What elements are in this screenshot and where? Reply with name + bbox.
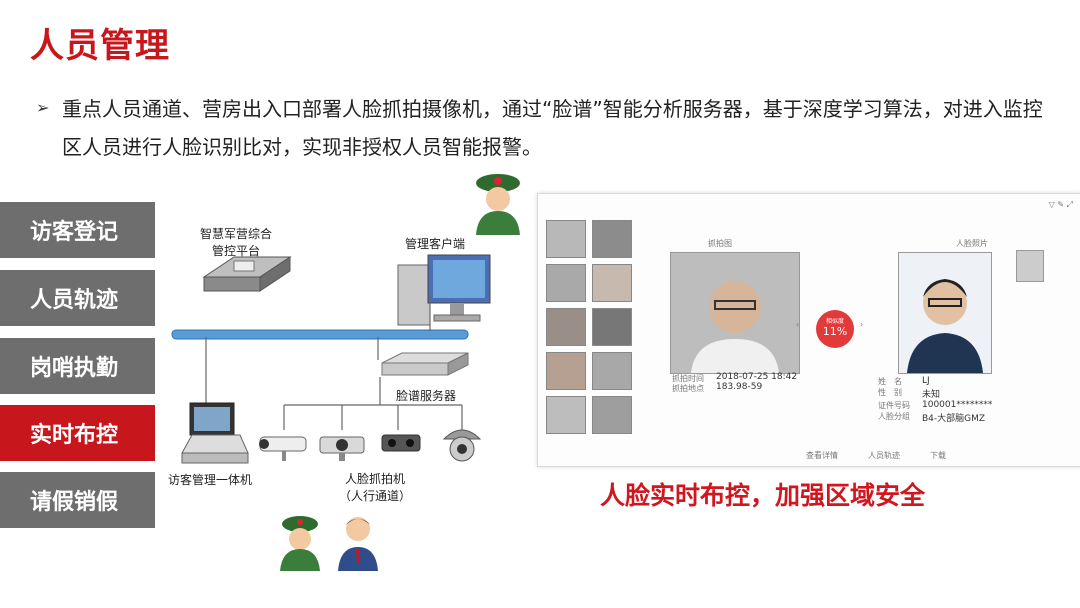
sidebar-item-personnel-track[interactable]: 人员轨迹 [0,270,155,326]
client-pc-icon [397,254,491,326]
sidebar-item-label: 人员轨迹 [30,288,119,313]
sidebar-item-visitor-registration[interactable]: 访客登记 [0,202,155,258]
sidebar-item-label: 实时布控 [30,423,119,448]
dual-camera-icon [381,434,421,452]
sidebar-item-leave-management[interactable]: 请假销假 [0,472,155,528]
next-arrow-icon[interactable]: › [860,320,864,329]
face-photo [898,252,992,374]
capture-place: 183.98-59 [716,382,763,392]
capture-title: 抓拍图 [708,239,732,248]
face-thumbnail[interactable] [546,220,586,258]
soldier-icon [476,174,520,235]
sidebar-item-label: 请假销假 [30,490,119,515]
face-photo-title: 人脸照片 [956,239,988,248]
face-thumbnail[interactable] [592,264,632,302]
face-thumbnail[interactable] [592,308,632,346]
bullet-camera-icon [259,436,307,461]
sidebar-item-label: 岗哨执勤 [30,356,119,381]
platform-label: 智慧军营综合管控平台 [199,227,272,258]
civilian-person-icon [338,517,378,571]
face-silhouette-icon [691,281,779,373]
face-thumbnail[interactable] [546,308,586,346]
sidebar-item-label: 访客登记 [30,220,119,245]
visitor-kiosk-icon [181,402,249,464]
sidebar-item-realtime-control[interactable]: 实时布控 [0,405,155,461]
bullet-arrow-icon: ➢ [36,98,50,117]
window-controls-icon: ▽ ✎ ⤢ [1048,200,1073,209]
kiosk-label: 访客管理一体机 [167,473,252,487]
server-label: 脸谱服务器 [395,389,456,403]
download-button[interactable]: 下载 [930,451,946,460]
face-thumbnail[interactable] [592,396,632,434]
face-recognition-screenshot: ▽ ✎ ⤢ 抓拍图 抓拍时间 2018-07-25 18:42 抓拍地点 183… [537,193,1080,467]
sidebar-item-sentry-duty[interactable]: 岗哨执勤 [0,338,155,394]
capture-time-label: 抓拍时间 [672,374,704,383]
face-thumbnail[interactable] [546,396,586,434]
client-label: 管理客户端 [404,237,465,251]
face-thumbnail[interactable] [546,264,586,302]
view-details-button[interactable]: 查看详情 [806,451,838,460]
soldier-icon [280,516,320,571]
caption: 人脸实时布控，加强区域安全 [600,481,926,510]
action-bar: 查看详情 人员轨迹 下载 [806,450,946,461]
similarity-badge: 相似度 11% [816,310,854,348]
thumbnail-grid [546,220,640,434]
small-face-thumbnail[interactable] [1016,250,1044,282]
dome-camera-icon [442,429,482,462]
face-server-icon [381,352,469,376]
capture-place-label: 抓拍地点 [672,384,704,393]
face-thumbnail[interactable] [592,220,632,258]
prev-arrow-icon[interactable]: ‹ [796,320,800,329]
cameras-label: 人脸抓拍机（人行通道） [338,472,411,503]
page-title: 人员管理 [30,26,170,66]
capture-time: 2018-07-25 18:42 [716,372,798,382]
network-diagram [171,174,520,571]
intro-paragraph: 重点人员通道、营房出入口部署人脸抓拍摄像机，通过“脸谱”智能分析服务器，基于深度… [62,97,1043,159]
face-thumbnail[interactable] [546,352,586,390]
face-thumbnail[interactable] [592,352,632,390]
platform-device-icon [202,256,292,292]
person-photo-icon [899,253,991,373]
track-button[interactable]: 人员轨迹 [868,451,900,460]
capture-image [670,252,800,374]
network-bus [171,329,469,340]
box-camera-icon [319,436,365,461]
